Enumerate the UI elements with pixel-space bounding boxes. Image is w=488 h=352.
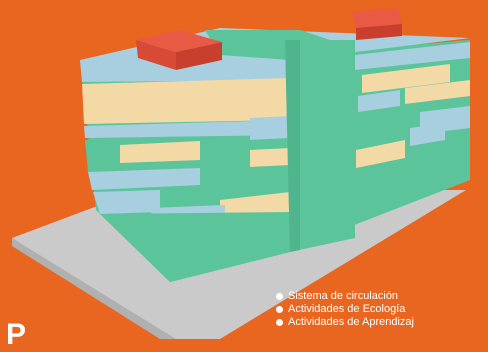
side-band [358,90,400,112]
legend: Sistema de circulación Actividades de Ec… [276,290,414,329]
legend-dot-icon [276,306,283,313]
circulation-core-shade [285,40,300,252]
corner-title-fragment: P [6,318,27,351]
side-band [410,123,445,146]
legend-dot-icon [276,293,283,300]
front-band [250,116,290,140]
legend-item: Sistema de circulación [276,290,414,303]
side-band [355,42,470,70]
front-band [82,78,290,124]
roof-box-left-side [176,42,222,70]
side-band [405,80,470,104]
legend-label: Actividades de Ecología [288,303,406,315]
front-band [88,168,200,190]
front-band [84,120,290,138]
circulation-core [285,40,355,252]
roof-box-right-top [352,8,402,28]
legend-item: Actividades de Aprendizaj [276,316,414,329]
front-band [80,60,290,82]
base-slab-front [12,238,176,339]
front-band [93,190,160,214]
roof-box-left-front [136,40,176,70]
roof-box-right-side [356,24,402,40]
roof-box-left-top [136,30,222,52]
legend-label: Actividades de Aprendizaj [288,316,414,328]
front-band [250,148,290,167]
side-band [356,140,405,168]
front-band [120,141,200,163]
front-band [100,212,290,282]
legend-item: Actividades de Ecología [276,303,414,316]
legend-dot-icon [276,319,283,326]
legend-label: Sistema de circulación [288,290,399,302]
building-illustration [12,8,470,339]
side-band [362,64,450,93]
